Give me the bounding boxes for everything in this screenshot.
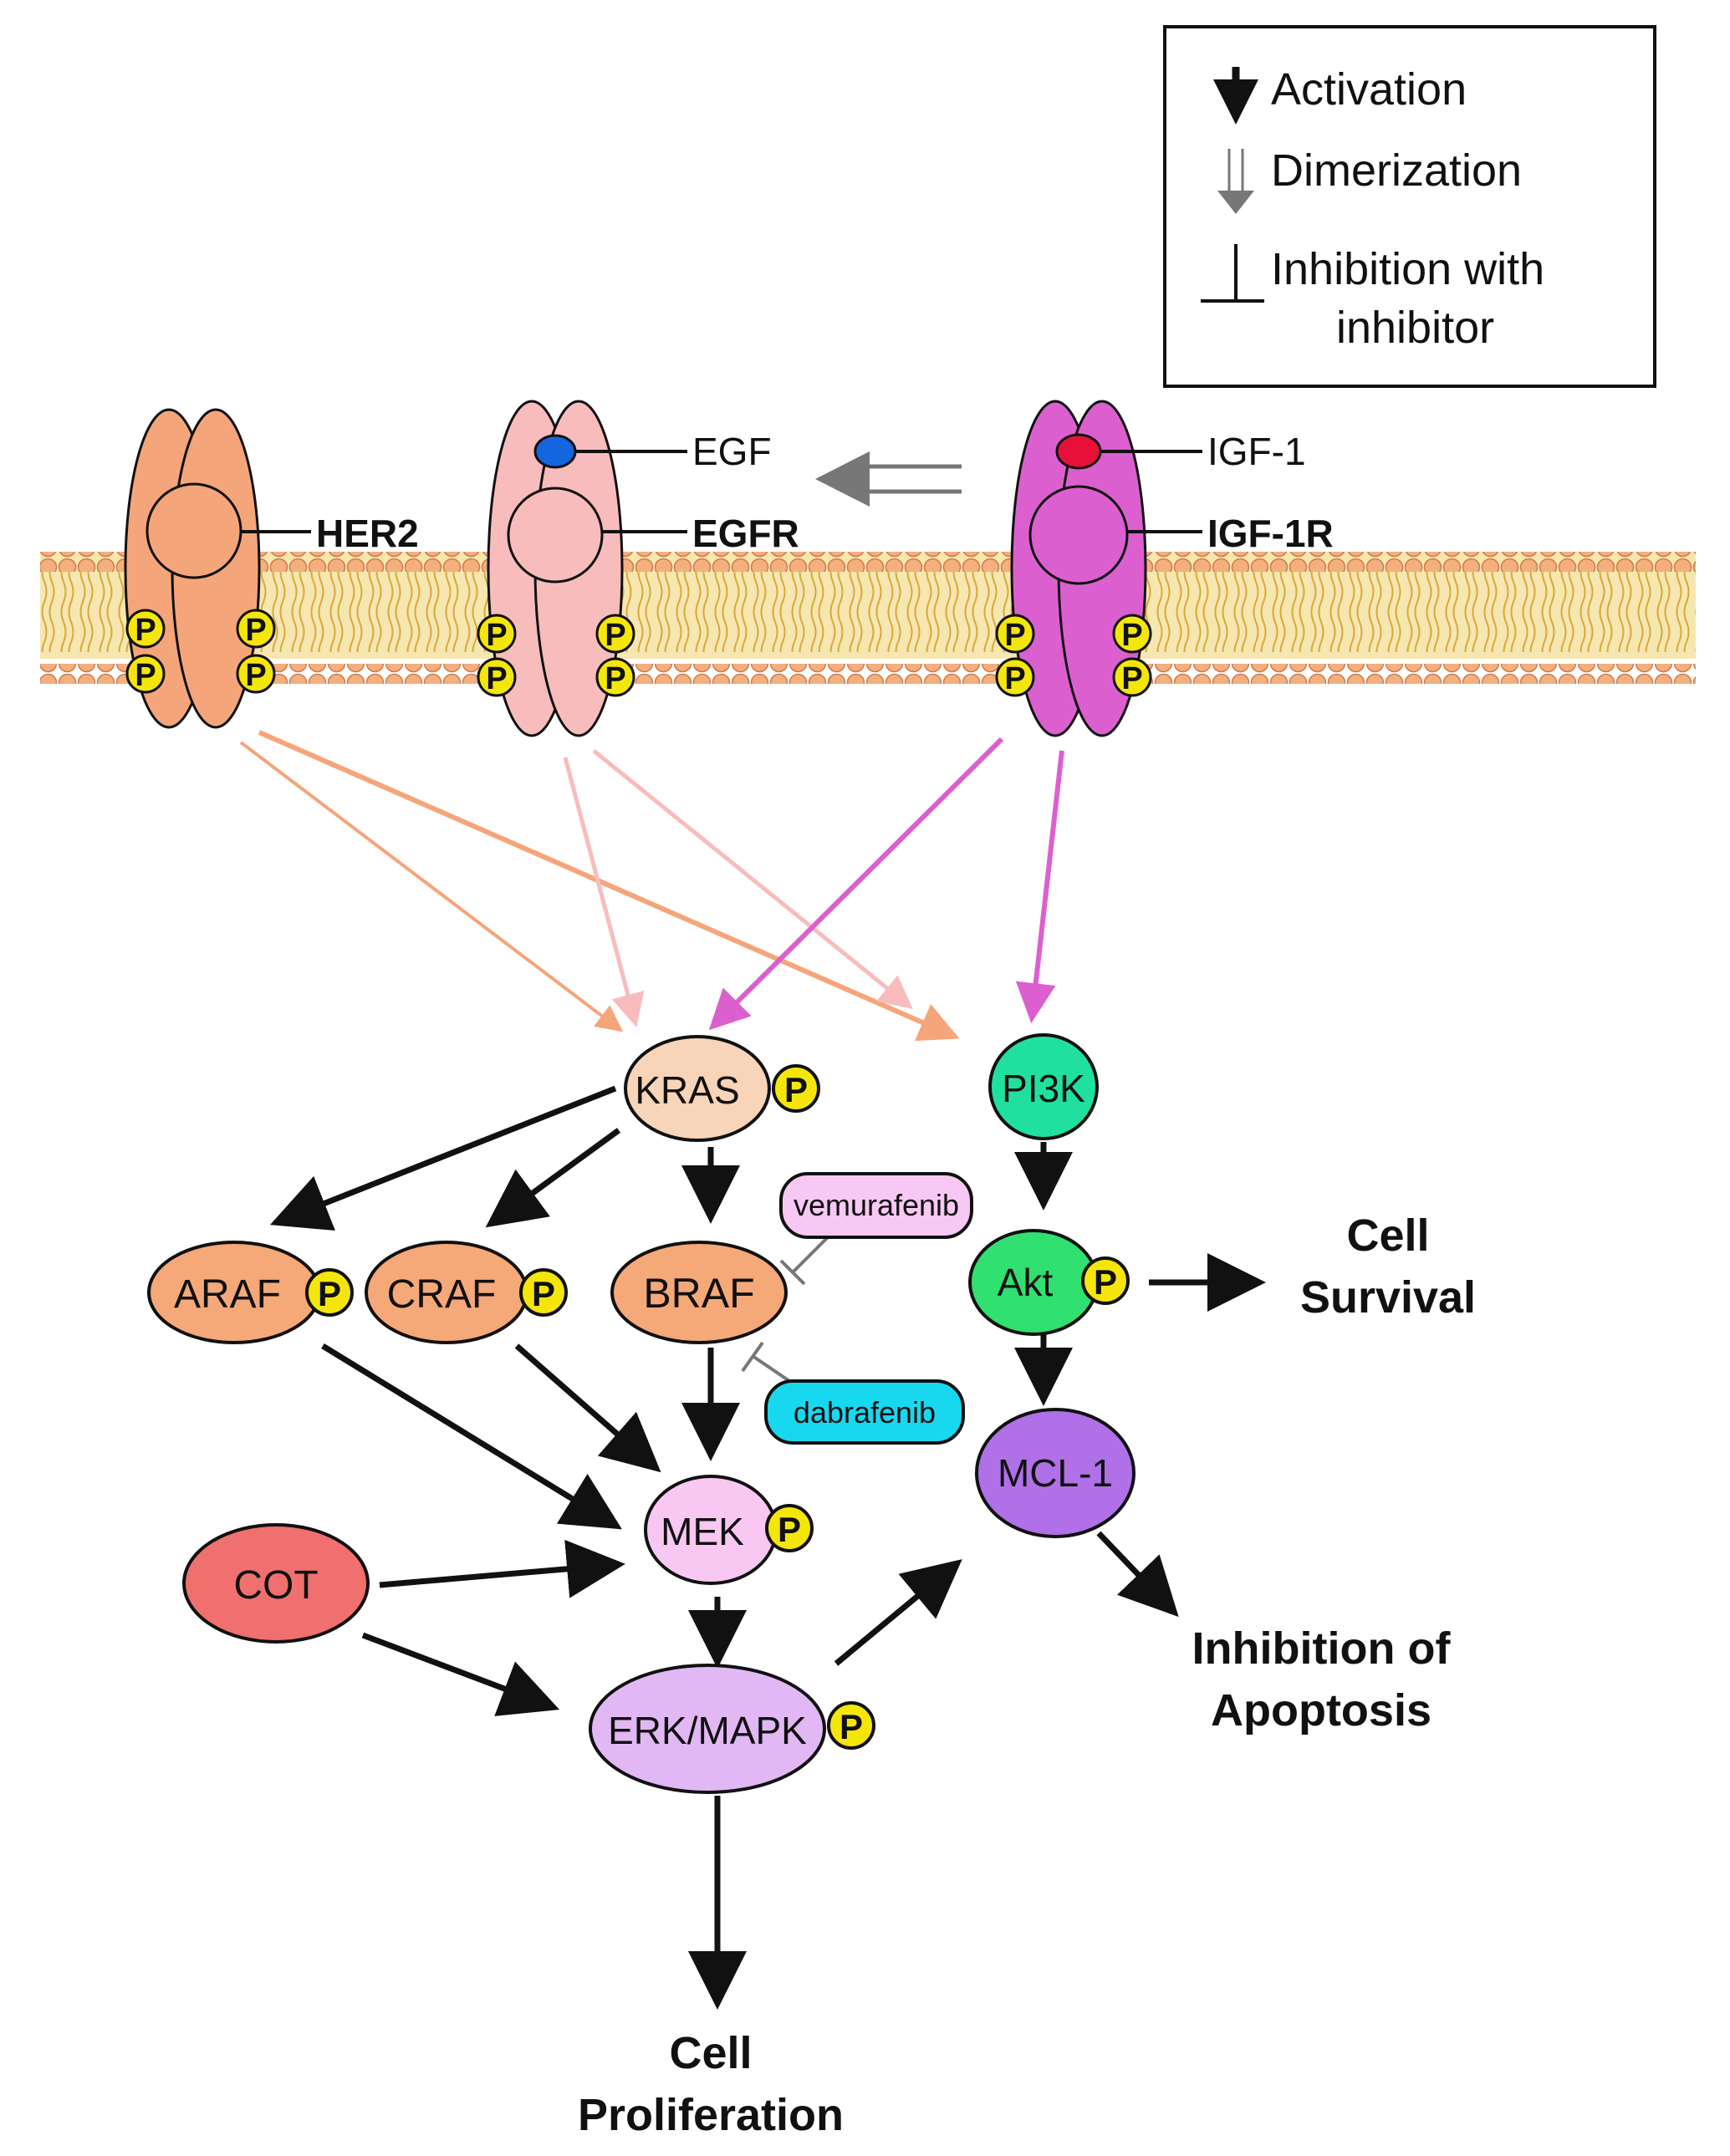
araf-phospho-badge xyxy=(305,1268,354,1317)
vemurafenib-drug xyxy=(779,1172,973,1239)
egf-ligand xyxy=(533,434,577,469)
phospho-badge: P xyxy=(1004,618,1025,653)
egfr-receptor xyxy=(487,400,624,737)
craf-phospho-badge xyxy=(519,1268,568,1317)
vemurafenib-label: vemurafenib xyxy=(794,1188,959,1222)
legend-inhibition-label-2: inhibitor xyxy=(1336,303,1494,353)
legend-dimerization-label: Dimerization xyxy=(1271,145,1522,196)
phospho-badge: P xyxy=(135,613,156,648)
her2-to-pi3k-arrow xyxy=(258,730,960,1042)
cell-proliferation-label-2: Proliferation xyxy=(578,2090,844,2140)
phospho-badge: P xyxy=(532,1274,555,1313)
araf-label: ARAF xyxy=(174,1272,281,1317)
kras-label: KRAS xyxy=(635,1068,739,1112)
egfr-to-kras-arrow xyxy=(563,757,645,1027)
igf1r-receptor xyxy=(1010,400,1147,737)
phospho-badge: P xyxy=(839,1707,863,1746)
craf-to-mek-arrow xyxy=(514,1343,661,1473)
dimerization-arrow-icon xyxy=(1217,149,1254,214)
erk-mapk-node xyxy=(589,1664,826,1794)
legend: Activation Dimerization Inhibition with … xyxy=(1163,25,1656,388)
vemurafenib-inhibition-line xyxy=(791,1236,829,1274)
dabrafenib-label: dabrafenib xyxy=(794,1395,936,1430)
legend-activation-label: Activation xyxy=(1271,64,1467,115)
pi3k-node xyxy=(988,1033,1099,1140)
erk-mapk-label: ERK/MAPK xyxy=(608,1709,807,1752)
phospho-badge: P xyxy=(778,1510,801,1549)
igf1r-to-kras-arrow xyxy=(708,737,1004,1031)
cot-to-mek-arrow xyxy=(379,1539,625,1598)
kras-phospho-badge xyxy=(772,1064,820,1113)
kras-node xyxy=(624,1035,771,1142)
braf-node xyxy=(610,1241,788,1344)
igf1r-label: IGF-1R xyxy=(1207,512,1334,555)
araf-to-mek-arrow xyxy=(321,1343,622,1530)
inhibition-marks xyxy=(741,1236,829,1386)
her2-to-kras-arrow xyxy=(239,741,624,1032)
cot-node xyxy=(182,1523,370,1644)
phospho-badge: P xyxy=(245,613,266,648)
her2-label: HER2 xyxy=(316,512,419,555)
pi3k-label: PI3K xyxy=(1002,1067,1085,1110)
kras-to-craf-arrow xyxy=(485,1128,621,1228)
phospho-badge: P xyxy=(245,658,266,693)
legend-inhibition-label-1: Inhibition with xyxy=(1271,244,1544,294)
phospho-badge: P xyxy=(605,661,625,696)
dabrafenib-inhibition-bar xyxy=(741,1341,764,1373)
vemurafenib-inhibition-bar xyxy=(779,1259,806,1286)
phospho-badge: P xyxy=(1094,1262,1117,1302)
igf1-ligand xyxy=(1055,433,1102,470)
phospho-badge: P xyxy=(784,1070,808,1109)
egf-label: EGF xyxy=(692,430,772,473)
cot-to-erk-arrow xyxy=(361,1632,560,1716)
craf-label: CRAF xyxy=(387,1272,497,1317)
inhibition-bar-icon xyxy=(1201,244,1264,303)
akt-phospho-badge xyxy=(1081,1256,1130,1305)
igf1-label: IGF-1 xyxy=(1207,430,1306,473)
dabrafenib-inhibition-line xyxy=(751,1354,796,1386)
mcl1-to-apoptosis-arrow xyxy=(1096,1531,1179,1618)
cell-survival-label-1: Cell xyxy=(1346,1211,1429,1261)
cell-membrane xyxy=(40,552,1696,684)
mek-phospho-badge xyxy=(765,1504,814,1552)
phospho-badge: P xyxy=(1004,661,1025,696)
kras-to-araf-arrow xyxy=(269,1085,617,1231)
erk-phospho-badge xyxy=(827,1701,875,1750)
phospho-badge: P xyxy=(135,658,156,693)
mcl1-label: MCL-1 xyxy=(998,1451,1113,1495)
cot-label: COT xyxy=(233,1563,318,1608)
igf1r-to-pi3k-arrow xyxy=(1015,750,1064,1023)
dimerization-arrow xyxy=(815,451,962,507)
phospho-badge: P xyxy=(1121,618,1142,653)
erk-to-mcl1-arrow xyxy=(834,1559,962,1666)
receptor-phospho-badges: P P P P P P P P P P P P xyxy=(125,609,1152,697)
akt-label: Akt xyxy=(998,1261,1054,1304)
receptor-signal-arrows xyxy=(239,730,1064,1042)
dabrafenib-drug xyxy=(764,1379,965,1445)
braf-label: BRAF xyxy=(643,1270,754,1317)
inhibition-of-apoptosis-label-2: Apoptosis xyxy=(1211,1685,1431,1736)
mcl1-node xyxy=(975,1408,1135,1538)
phospho-badge: P xyxy=(1121,661,1142,696)
egfr-to-pi3k-arrow xyxy=(592,749,913,1010)
egfr-label: EGFR xyxy=(692,512,799,555)
cell-survival-label-2: Survival xyxy=(1300,1272,1476,1323)
phospho-badge: P xyxy=(605,618,625,653)
inhibition-of-apoptosis-label-1: Inhibition of xyxy=(1192,1623,1452,1674)
pathway-arrows xyxy=(269,1085,1266,2010)
cell-proliferation-label-1: Cell xyxy=(669,2028,752,2078)
phospho-badge: P xyxy=(486,661,507,696)
mek-label: MEK xyxy=(661,1510,744,1553)
phospho-badge: P xyxy=(318,1274,341,1313)
phospho-badge: P xyxy=(486,618,507,653)
